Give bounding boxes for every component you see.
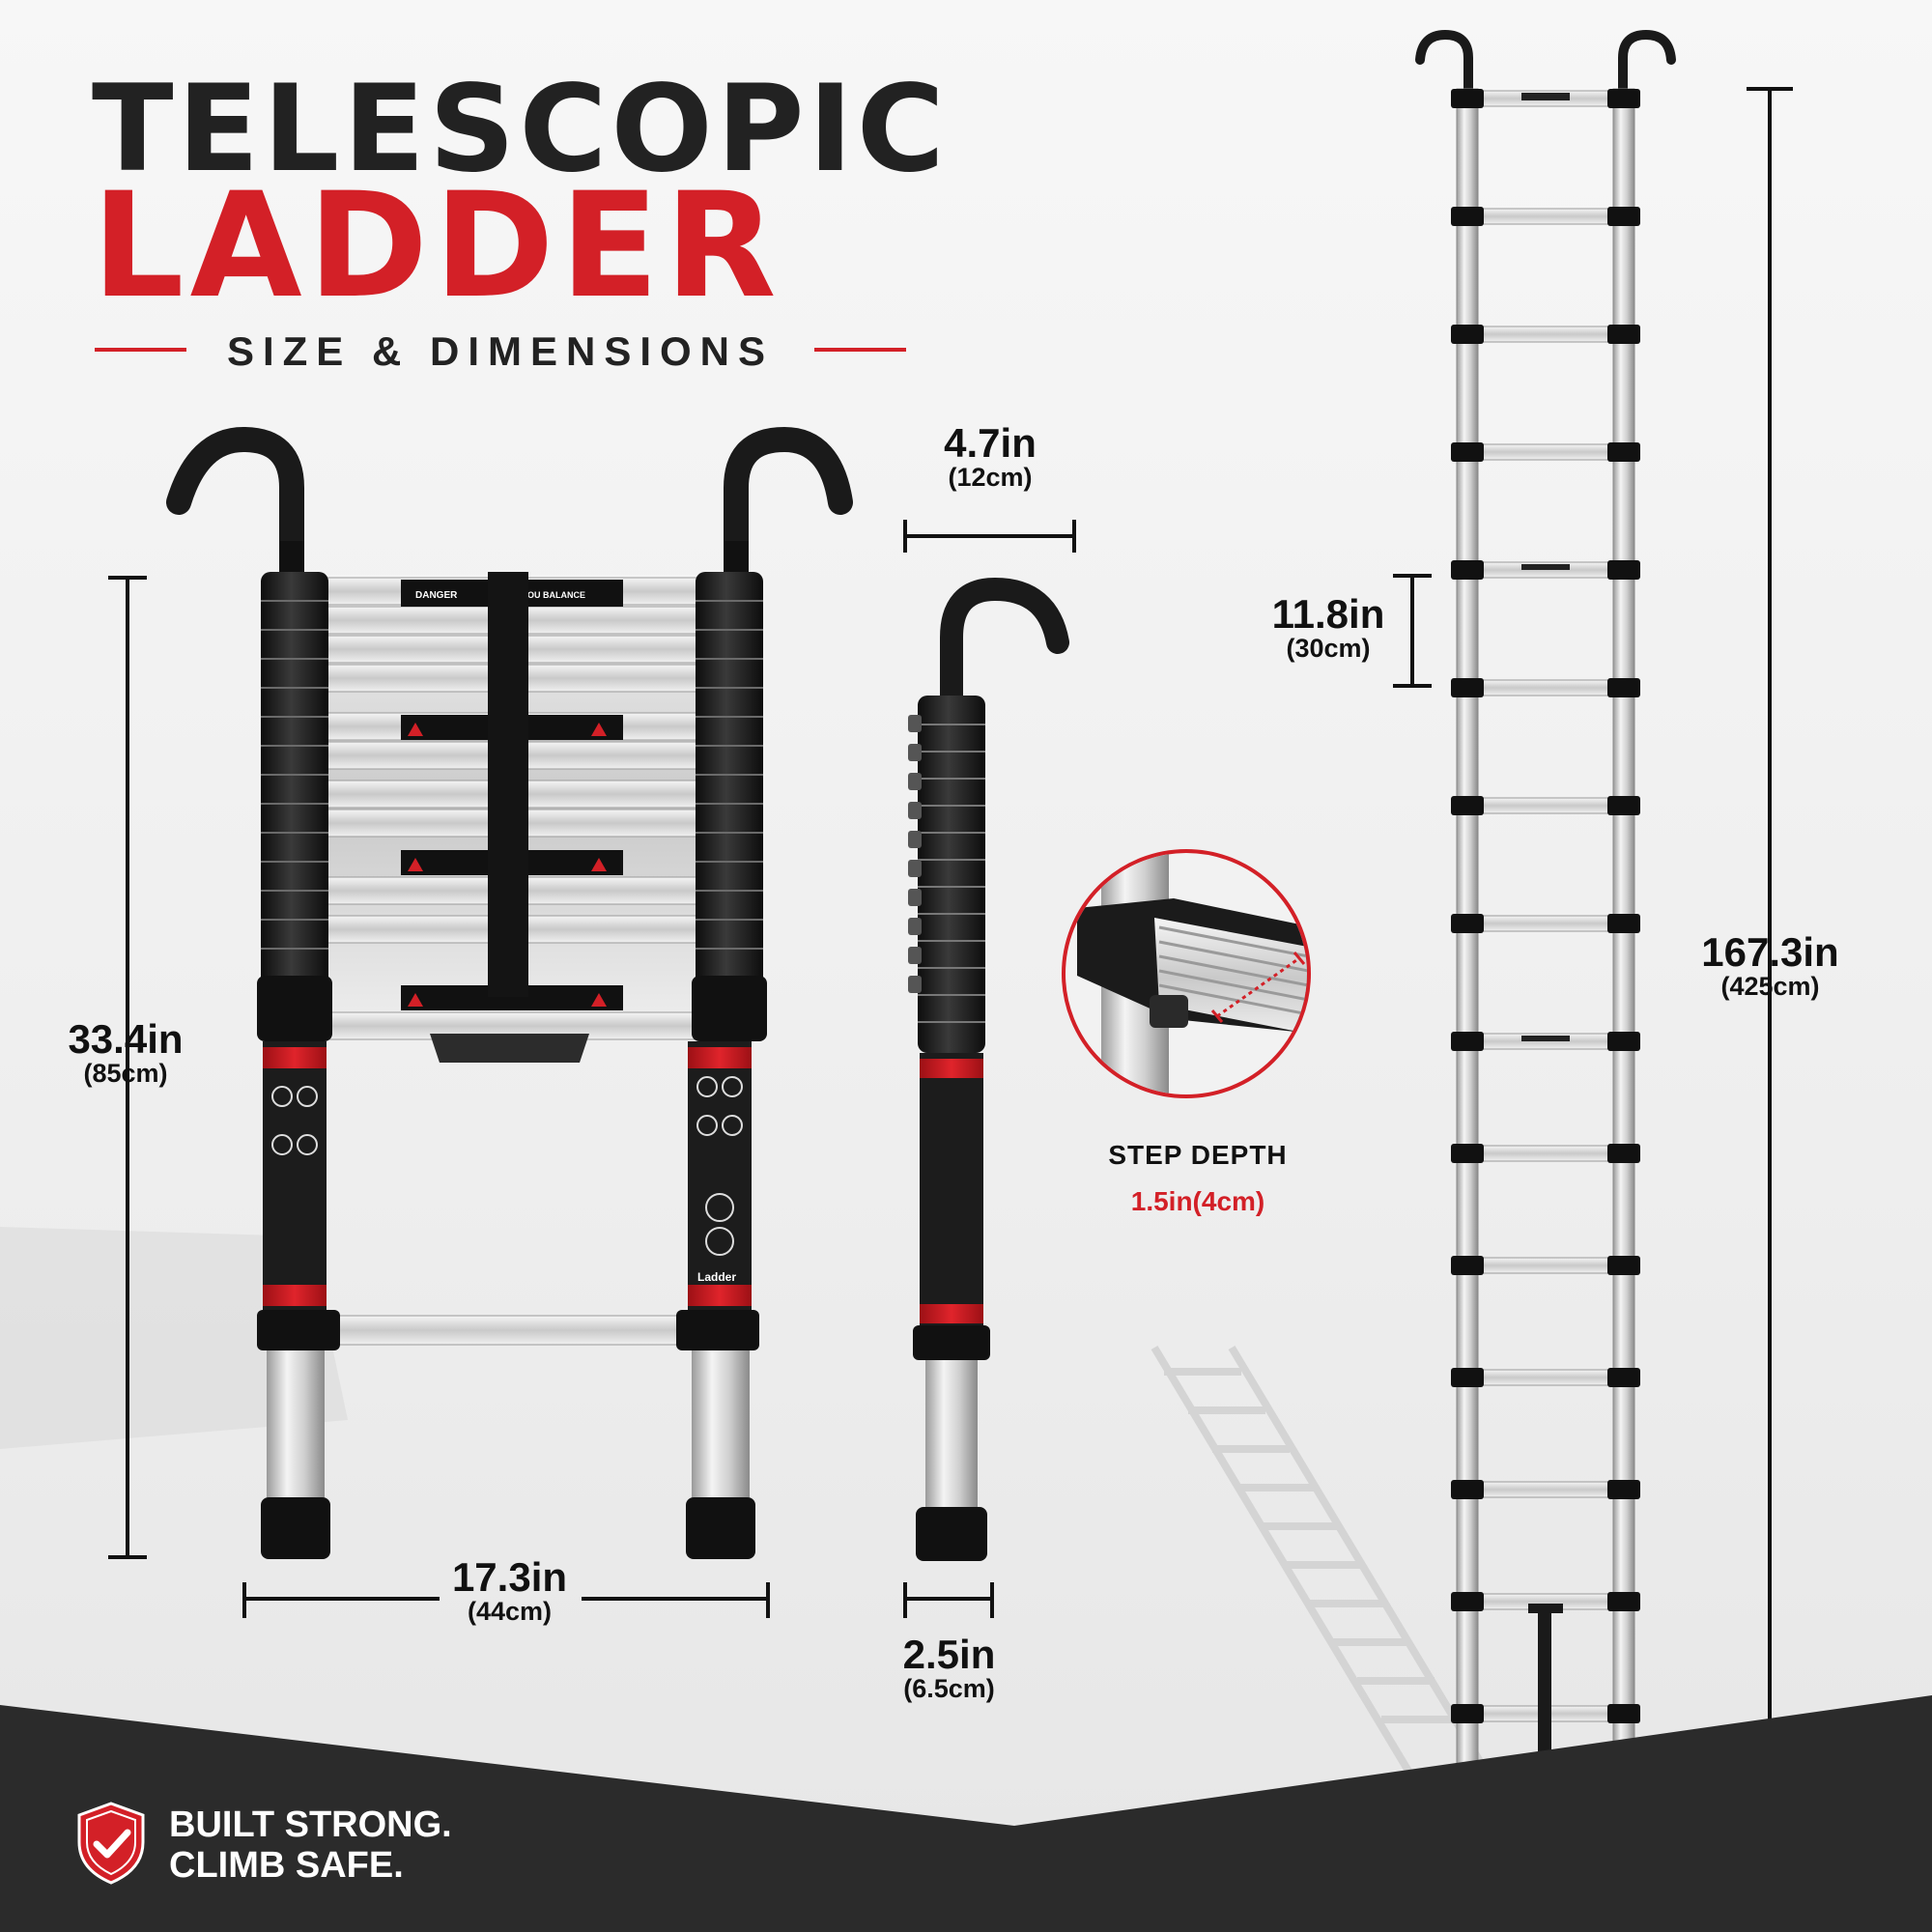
- width-label: 17.3in (44cm): [425, 1557, 594, 1627]
- collapsed-height-value: 33.4in: [68, 1016, 184, 1062]
- footer-line2: CLIMB SAFE.: [169, 1845, 404, 1886]
- width-value: 17.3in: [451, 1554, 568, 1600]
- warning-icon: [408, 993, 423, 1007]
- step-spacing-metric: (30cm): [1286, 634, 1371, 663]
- danger-text: DANGER: [415, 590, 458, 601]
- right-foot: [686, 1497, 755, 1559]
- footer-line1: BUILT STRONG.: [169, 1804, 452, 1845]
- strap-pull: [1528, 1604, 1563, 1613]
- extended-height-metric: (425cm): [1720, 972, 1820, 1001]
- step-spacing-value: 11.8in: [1271, 591, 1385, 637]
- tall-left-hook-icon: [1415, 29, 1473, 99]
- right-clamp-stack: [692, 572, 767, 1041]
- warning-icon: [408, 858, 423, 871]
- warning-icon: [591, 858, 607, 871]
- subtitle-line-right: [814, 348, 906, 352]
- hanging-strap: [1538, 1611, 1551, 1771]
- pole-diameter-metric: (6.5cm): [903, 1674, 995, 1703]
- warning-icon: [591, 723, 607, 736]
- step-spacing-label: 11.8in (30cm): [1256, 594, 1401, 664]
- step-depth-detail: [1062, 849, 1311, 1098]
- balance-text: YOU BALANCE: [522, 590, 585, 600]
- subtitle: SIZE & DIMENSIONS: [226, 328, 775, 374]
- floor-shadow: [0, 1227, 348, 1449]
- side-width-metric: (12cm): [948, 463, 1033, 492]
- side-label-text: Ladder: [697, 1270, 736, 1284]
- shield-check-icon: [77, 1802, 145, 1885]
- extended-ladder: [1415, 29, 1676, 1793]
- right-hook-icon: [724, 426, 853, 587]
- extended-height-label: 167.3in (425cm): [1681, 932, 1860, 1002]
- left-leg: [267, 1350, 325, 1497]
- subtitle-line-left: [95, 348, 186, 352]
- title-line2: LADDER: [92, 162, 782, 330]
- bottom-rung: [327, 1315, 689, 1346]
- dimension-lines: [108, 87, 1793, 1801]
- footer-band: [0, 1695, 1932, 1932]
- left-clamp-stack: [257, 572, 332, 1041]
- pole-diameter-value: 2.5in: [902, 1632, 996, 1677]
- warning-icon: [408, 723, 423, 736]
- tall-right-hook-icon: [1618, 29, 1676, 99]
- left-hook-icon: [166, 426, 304, 587]
- collapsed-ladder-side: [908, 577, 1069, 1561]
- width-metric: (44cm): [467, 1597, 553, 1626]
- side-width-label: 4.7in (12cm): [908, 423, 1072, 493]
- left-foot: [261, 1497, 330, 1559]
- strap: [488, 572, 528, 997]
- collapsed-height-label: 33.4in (85cm): [43, 1019, 208, 1089]
- subtitle-row: SIZE & DIMENSIONS: [95, 325, 906, 374]
- collapsed-ladder-front: DANGER YOU BALANCE: [166, 426, 853, 1559]
- collapsed-height-metric: (85cm): [83, 1059, 168, 1088]
- right-leg: [692, 1350, 750, 1497]
- side-width-value: 4.7in: [944, 420, 1037, 466]
- side-hook-icon: [940, 577, 1069, 712]
- step-depth-title: STEP DEPTH: [1108, 1140, 1288, 1170]
- tall-rungs: [1467, 90, 1624, 1722]
- pole-diameter-label: 2.5in (6.5cm): [874, 1634, 1024, 1704]
- strap-handle: [430, 1034, 589, 1063]
- step-depth-value: 1.5in(4cm): [1130, 1186, 1265, 1216]
- warning-icon: [591, 993, 607, 1007]
- side-foot: [916, 1507, 987, 1561]
- title-line1: TELESCOPIC: [92, 60, 949, 199]
- extended-height-value: 167.3in: [1701, 929, 1839, 975]
